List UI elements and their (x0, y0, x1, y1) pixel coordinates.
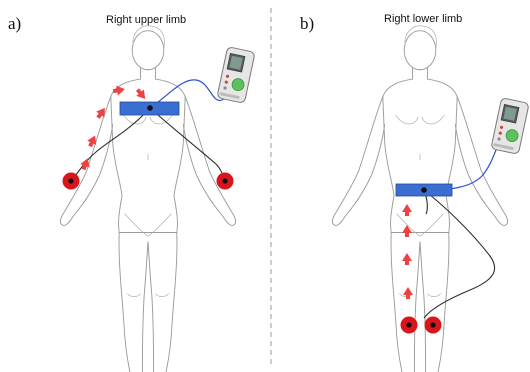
panel-b-figure (332, 26, 507, 372)
panel-a-electrode-left (63, 173, 80, 190)
panel-a-figure (60, 26, 235, 372)
panel-a-title: Right upper limb (106, 14, 186, 26)
panel-b-belt-connector (421, 187, 427, 193)
panel-b-stimulator-device-icon (491, 98, 529, 155)
flow-arrow-icon (402, 204, 412, 216)
panel-b-electrode-left (401, 317, 418, 334)
flow-arrow-icon (403, 287, 413, 299)
flow-arrow-icon (402, 253, 412, 265)
panel-b-flow-arrows (402, 204, 413, 299)
panel-b-electrode-right (425, 317, 442, 334)
panel-a-letter: a) (8, 14, 21, 33)
panel-b-lead (424, 190, 495, 318)
flow-arrow-icon (134, 86, 149, 102)
flow-arrow-icon (402, 225, 412, 237)
panel-a-stimulator-device-icon (217, 47, 255, 104)
panel-a-electrode-right (217, 173, 234, 190)
panel-b-letter: b) (300, 14, 314, 33)
panel-a-belt-connector (147, 105, 153, 111)
panel-b-title: Right lower limb (384, 13, 462, 25)
